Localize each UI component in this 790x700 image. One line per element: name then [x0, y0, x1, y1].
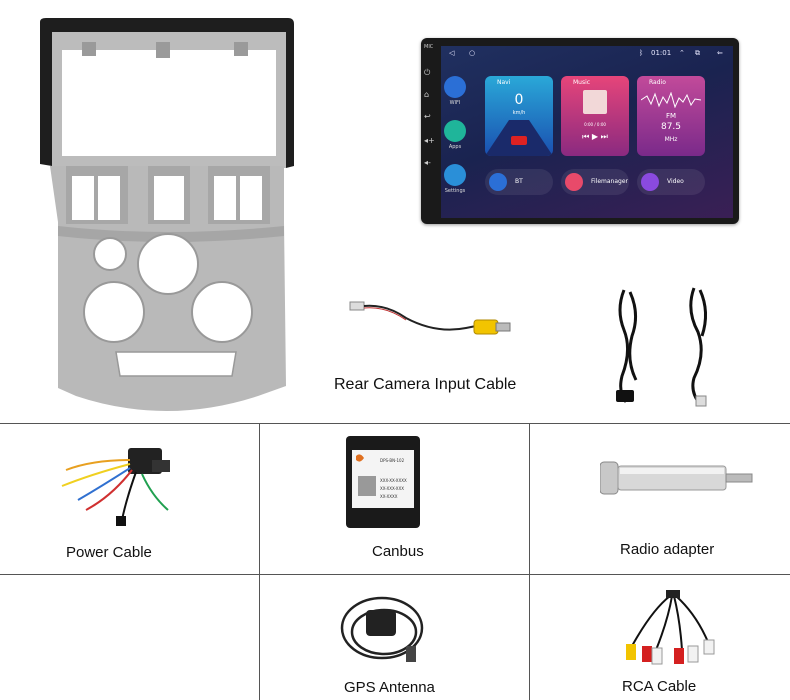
radio-band: FM [665, 112, 677, 120]
waveform-icon [641, 92, 701, 108]
grid-line-left [259, 423, 260, 700]
rear-camera-cable-image [349, 301, 511, 335]
video-icon [641, 173, 659, 191]
overlay-icon: ⧉ [695, 49, 700, 57]
bt-label: BT [515, 178, 523, 185]
dash-fascia-frame [40, 18, 294, 411]
gear-icon[interactable] [444, 164, 466, 186]
canbus-box-image [346, 436, 420, 528]
canbus-label-l1: DPS-BN-102 [380, 458, 405, 463]
home-nav-icon: ○ [469, 49, 476, 57]
gps-antenna-caption: GPS Antenna [344, 679, 435, 696]
gps-antenna-image [340, 596, 424, 662]
mic-icon: MIC [424, 44, 434, 50]
filemanager-pill[interactable]: Filemanager [561, 169, 629, 195]
navi-unit: km/h [512, 110, 526, 116]
usb-cables-image [616, 287, 707, 407]
rca-cable-caption: RCA Cable [622, 678, 697, 695]
canbus-label-l3: XX-XXX-XXX [380, 486, 405, 491]
return-icon: ⇐ [717, 49, 723, 57]
apps-label: Apps [448, 144, 462, 150]
home-icon: ⌂ [424, 90, 430, 99]
music-title: Music [573, 79, 591, 86]
radio-card[interactable]: Radio FM 87.5 MHz [637, 76, 705, 156]
rear-camera-caption: Rear Camera Input Cable [334, 376, 517, 393]
music-card[interactable]: Music 0:00 / 0:00 ⏮ ▶ ⏭ [561, 76, 629, 156]
navi-title: Navi [497, 79, 511, 86]
power-cable-image [61, 448, 170, 526]
bt-pill[interactable]: BT [485, 169, 553, 195]
back-nav-icon: ◁ [449, 49, 455, 57]
video-label: Video [667, 178, 684, 185]
grid-line-top [0, 423, 790, 424]
settings-label: Settings [444, 188, 466, 194]
music-time: 0:00 / 0:00 [584, 122, 606, 127]
power-icon: ⏻ [424, 68, 431, 77]
radio-freq: 87.5 [660, 122, 682, 132]
wifi-icon[interactable] [444, 76, 466, 98]
rca-cable-image [626, 590, 715, 665]
arrow-up-icon: ⌃ [679, 49, 685, 57]
radio-adapter-caption: Radio adapter [620, 541, 715, 558]
road-car-icon [485, 120, 553, 156]
bluetooth-icon [489, 173, 507, 191]
video-pill[interactable]: Video [637, 169, 705, 195]
grid-line-middle [0, 574, 790, 575]
status-bar: ◁ ○ ᛒ 01:01 ⌃ ⧉ ⇐ [441, 46, 733, 60]
grid-line-right [529, 423, 530, 700]
wifi-label: WIFI [449, 100, 461, 106]
volume-up-icon: ◂+ [424, 136, 435, 145]
next-icon[interactable]: ⏭ [600, 132, 608, 141]
head-unit-screen: ◁ ○ ᛒ 01:01 ⌃ ⧉ ⇐ WIFI Apps Settings Nav… [441, 46, 733, 218]
canbus-label-l2: XXX-XX-XXXX [380, 478, 407, 483]
back-icon: ↩ [424, 112, 431, 121]
radio-adapter-image [600, 461, 753, 495]
power-cable-caption: Power Cable [66, 544, 152, 561]
volume-down-icon: ◂- [424, 158, 431, 167]
navi-speed: 0 [514, 92, 524, 108]
play-icon[interactable]: ▶ [591, 132, 599, 141]
canbus-caption: Canbus [372, 543, 424, 560]
side-app-bar: WIFI Apps Settings [441, 62, 469, 218]
folder-icon [565, 173, 583, 191]
head-unit-display: MIC ⏻ ⌂ ↩ ◂+ ◂- ◁ ○ ᛒ 01:01 ⌃ ⧉ ⇐ WIFI A… [421, 38, 739, 224]
navi-card[interactable]: Navi 0 km/h [485, 76, 553, 156]
filemanager-label: Filemanager [591, 178, 629, 185]
apps-grid-icon[interactable] [444, 120, 466, 142]
music-controls: ⏮ ▶ ⏭ [561, 132, 629, 142]
previous-icon[interactable]: ⏮ [582, 132, 590, 141]
bluetooth-status-icon: ᛒ [639, 49, 644, 57]
canbus-label-l4: XX-XXXX [380, 494, 398, 499]
radio-unit: MHz [664, 136, 678, 143]
radio-title: Radio [649, 79, 666, 86]
album-art [583, 90, 607, 114]
clock: 01:01 [651, 49, 672, 57]
